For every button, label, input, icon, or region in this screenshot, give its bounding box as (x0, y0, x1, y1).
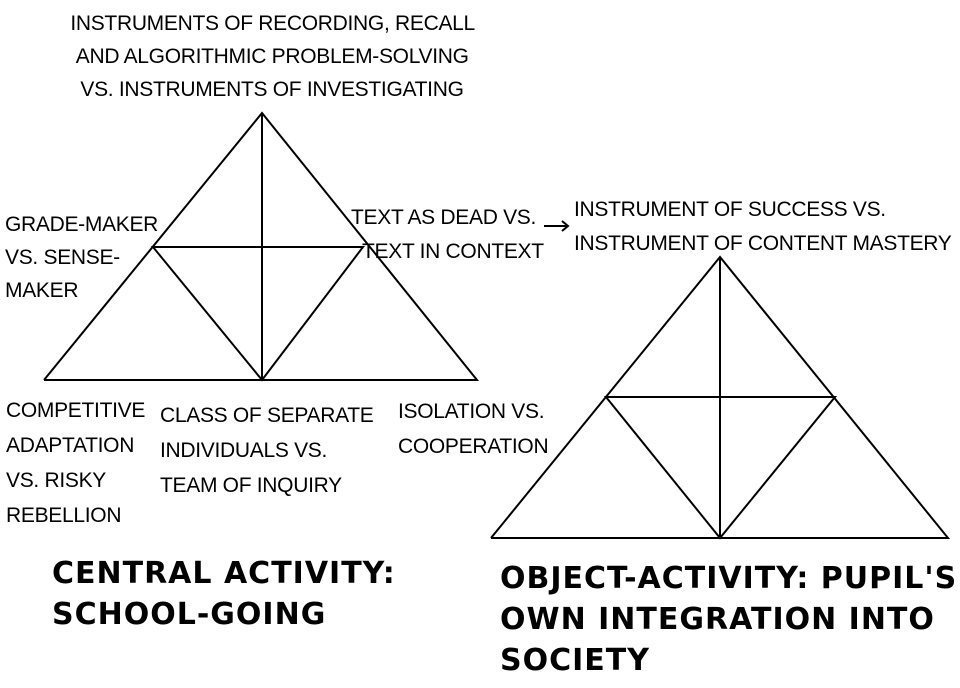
bottom-middle-line-1: CLASS OF SEPARATE (160, 404, 374, 427)
object-activity-triangle (490, 255, 951, 540)
bottom-left-line-4: REBELLION (6, 504, 121, 527)
object-caption-line-1: OBJECT-ACTIVITY: PUPIL'S (500, 561, 957, 596)
central-activity-triangle (43, 111, 480, 382)
right-top-line-1: INSTRUMENT OF SUCCESS VS. (574, 198, 886, 221)
object-caption-line-3: SOCIETY (500, 643, 650, 678)
right-label-line-2: TEXT IN CONTEXT (362, 240, 544, 263)
arrow-head-icon (561, 220, 570, 232)
top-label-line-3: VS. INSTRUMENTS OF INVESTIGATING (80, 78, 463, 101)
right-vertex-label: TEXT AS DEAD VS. TEXT IN CONTEXT (351, 206, 544, 263)
bottom-middle-line-2: INDIVIDUALS VS. (160, 439, 327, 462)
bottom-middle-line-3: TEAM OF INQUIRY (160, 474, 342, 497)
bottom-left-line-2: ADAPTATION (6, 434, 134, 457)
bottom-left-line-3: VS. RISKY (6, 469, 106, 492)
right-label-line-1: TEXT AS DEAD VS. (351, 206, 536, 229)
top-label: INSTRUMENTS OF RECORDING, RECALL AND ALG… (70, 12, 479, 101)
bottom-middle-label: CLASS OF SEPARATE INDIVIDUALS VS. TEAM O… (160, 404, 379, 497)
top-label-line-1: INSTRUMENTS OF RECORDING, RECALL (70, 12, 474, 35)
triangle-inner-v (150, 246, 366, 382)
left-vertex-label: GRADE-MAKER VS. SENSE- MAKER (5, 213, 164, 302)
left-label-line-1: GRADE-MAKER (5, 213, 158, 236)
central-caption-line-2: SCHOOL-GOING (52, 597, 326, 632)
right-top-line-2: INSTRUMENT OF CONTENT MASTERY (574, 232, 952, 255)
bottom-right-label: ISOLATION VS. COOPERATION (398, 400, 550, 458)
bottom-left-line-1: COMPETITIVE (6, 399, 145, 422)
left-label-line-3: MAKER (5, 279, 78, 302)
left-label-line-2: VS. SENSE- (5, 246, 120, 269)
top-label-line-2: AND ALGORITHMIC PROBLEM-SOLVING (76, 45, 469, 68)
bottom-right-line-2: COOPERATION (398, 435, 548, 458)
arrow-connector (544, 220, 570, 232)
right-top-label: INSTRUMENT OF SUCCESS VS. INSTRUMENT OF … (574, 198, 952, 255)
central-activity-caption: CENTRAL ACTIVITY: SCHOOL-GOING (52, 556, 407, 632)
object-caption-line-2: OWN INTEGRATION INTO (500, 602, 935, 637)
bottom-right-line-1: ISOLATION VS. (398, 400, 544, 423)
bottom-left-label: COMPETITIVE ADAPTATION VS. RISKY REBELLI… (6, 399, 151, 527)
central-caption-line-1: CENTRAL ACTIVITY: (52, 556, 396, 591)
triangle-inner-v (603, 396, 838, 540)
object-activity-caption: OBJECT-ACTIVITY: PUPIL'S OWN INTEGRATION… (500, 561, 960, 678)
